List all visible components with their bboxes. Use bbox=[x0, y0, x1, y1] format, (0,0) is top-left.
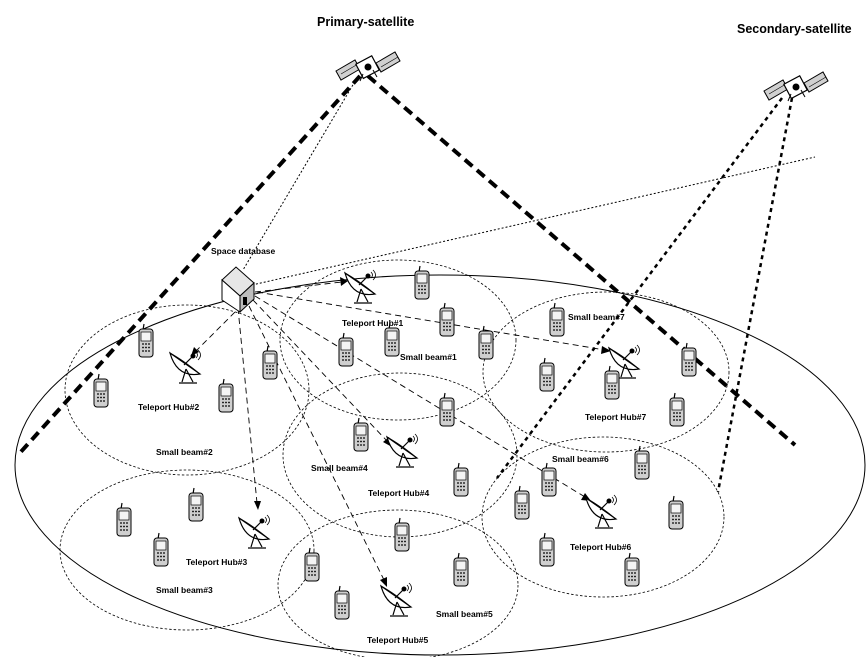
mobile-phone-icon bbox=[138, 323, 154, 358]
mobile-phone-icon bbox=[668, 495, 684, 530]
beam-label-7: Small beam#7 bbox=[568, 312, 625, 322]
hub-label-3: Teleport Hub#3 bbox=[186, 557, 248, 567]
mobile-phone-icon bbox=[539, 357, 555, 392]
satellite-dish-icon bbox=[386, 433, 419, 468]
arrowhead-hub1 bbox=[340, 277, 348, 286]
mobile-phone-icon bbox=[478, 325, 494, 360]
hub-label-2: Teleport Hub#2 bbox=[138, 402, 200, 412]
mobile-phone-icon bbox=[453, 552, 469, 587]
mobile-phone-icon bbox=[624, 552, 640, 587]
satellite-dish-icon bbox=[585, 494, 618, 529]
hub-label-6: Teleport Hub#6 bbox=[570, 542, 632, 552]
database-secondary-link bbox=[251, 156, 816, 286]
space-database-label: Space database bbox=[211, 246, 276, 256]
mobile-phone-icon bbox=[634, 445, 650, 480]
satellite-dish-icon bbox=[238, 514, 271, 549]
satellite-dish-icon bbox=[380, 582, 413, 617]
beam-circle-6 bbox=[481, 436, 725, 598]
arrowhead-hub3 bbox=[254, 501, 261, 510]
beam-label-1: Small beam#1 bbox=[400, 352, 457, 362]
mobile-phone-icon bbox=[188, 487, 204, 522]
beam-circle-5 bbox=[277, 509, 519, 657]
mobile-phone-icon bbox=[304, 547, 320, 582]
house-icon bbox=[221, 266, 255, 314]
link-hub3 bbox=[237, 307, 258, 504]
mobile-phone-icon bbox=[453, 462, 469, 497]
hub-label-7: Teleport Hub#7 bbox=[585, 412, 647, 422]
mobile-phone-icon bbox=[394, 517, 410, 552]
satellite-dish-icon bbox=[344, 269, 377, 304]
mobile-phone-icon bbox=[539, 532, 555, 567]
mobile-phone-icon bbox=[669, 392, 685, 427]
beam-label-3: Small beam#3 bbox=[156, 585, 213, 595]
beam-label-4: Small beam#4 bbox=[311, 463, 368, 473]
secondary-satellite-label: Secondary-satellite bbox=[737, 22, 852, 36]
mobile-phone-icon bbox=[604, 365, 620, 400]
hub-label-5: Teleport Hub#5 bbox=[367, 635, 429, 645]
secondary-footprint-right bbox=[716, 97, 794, 493]
mobile-phone-icon bbox=[541, 462, 557, 497]
beam-label-2: Small beam#2 bbox=[156, 447, 213, 457]
mobile-phone-icon bbox=[334, 585, 350, 620]
mobile-phone-icon bbox=[338, 332, 354, 367]
arrowhead-hub7 bbox=[601, 346, 611, 354]
beam-label-6: Small beam#6 bbox=[552, 454, 609, 464]
primary-footprint-right bbox=[366, 74, 797, 447]
link-hub1 bbox=[254, 281, 343, 293]
mobile-phone-icon bbox=[116, 502, 132, 537]
beam-label-5: Small beam#5 bbox=[436, 609, 493, 619]
primary-satellite-label: Primary-satellite bbox=[317, 15, 414, 29]
hub-label-1: Teleport Hub#1 bbox=[342, 318, 404, 328]
beam-circle-1 bbox=[279, 259, 517, 421]
satellite-dish-icon bbox=[169, 349, 202, 384]
link-hub2 bbox=[194, 304, 243, 353]
mobile-phone-icon bbox=[93, 373, 109, 408]
mobile-phone-icon bbox=[218, 378, 234, 413]
mobile-phone-icon bbox=[414, 265, 430, 300]
database-primary-link bbox=[242, 77, 358, 271]
mobile-phone-icon bbox=[439, 302, 455, 337]
beam-circle-7 bbox=[482, 291, 730, 453]
link-hub6 bbox=[254, 295, 586, 498]
mobile-phone-icon bbox=[262, 345, 278, 380]
mobile-phone-icon bbox=[153, 532, 169, 567]
mobile-phone-icon bbox=[514, 485, 530, 520]
secondary-satellite-icon bbox=[763, 71, 829, 102]
link-hub7 bbox=[256, 291, 606, 351]
beam-circle-2 bbox=[64, 304, 310, 476]
secondary-footprint-left bbox=[496, 97, 783, 479]
beam-circle-4 bbox=[282, 372, 518, 538]
arrowhead-hub5 bbox=[380, 577, 387, 587]
mobile-phone-icon bbox=[549, 302, 565, 337]
mobile-phone-icon bbox=[681, 342, 697, 377]
mobile-phone-icon bbox=[353, 417, 369, 452]
link-hub4 bbox=[252, 299, 389, 443]
mobile-phone-icon bbox=[439, 392, 455, 427]
hub-label-4: Teleport Hub#4 bbox=[368, 488, 430, 498]
beam-circle-3 bbox=[59, 469, 315, 631]
primary-footprint-left bbox=[16, 74, 362, 457]
